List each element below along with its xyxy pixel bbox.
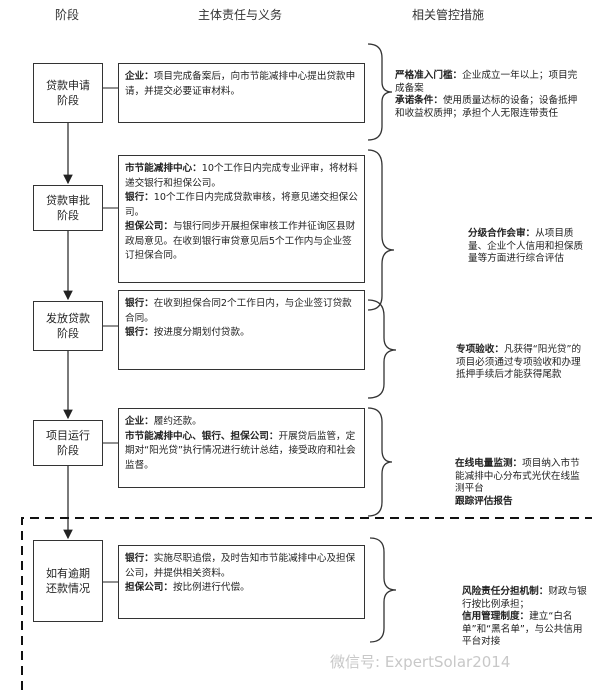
controls-1-item-2: 承诺条件：使用质量达标的设备；设备抵押和收益权质押；承担个人无限连带责任 [395, 95, 578, 119]
stage-1-line-1: 贷款申请 [46, 79, 90, 92]
resp-4-item-2: 市节能减排中心、银行、担保公司：开展贷后监管，定期对“阳光贷”执行情况进行统计总… [125, 430, 356, 471]
resp-2-item-2: 银行：10个工作日内完成贷款审核，将意见递交担保公司。 [125, 192, 358, 218]
controls-1: 严格准入门槛：企业成立一年以上；项目完成备案 承诺条件：使用质量达标的设备；设备… [395, 70, 585, 120]
controls-4-item-1: 在线电量监测：项目纳入市节能减排中心分布式光伏在线监测平台 [455, 458, 580, 494]
stage-4-line-1: 项目运行 [46, 429, 90, 442]
brace-4 [367, 407, 393, 517]
resp-2-item-3: 担保公司：与银行同步开展担保审核工作并征询区县财政局意见。在收到银行审贷意见后5… [125, 221, 356, 261]
header-responsibility: 主体责任与义务 [198, 8, 283, 22]
controls-3: 专项验收：凡获得“阳光贷”的项目必须通过专项验收和办理抵押手续后才能获得尾款 [456, 344, 586, 382]
resp-3-item-2: 银行：按进度分期划付贷款。 [125, 327, 250, 338]
dashed-region [21, 517, 592, 690]
resp-box-5: 银行：实施尽职追偿，及时告知市节能减排中心及担保公司，并提供相关资料。 担保公司… [118, 545, 365, 619]
resp-5-item-2: 担保公司：按比例进行代偿。 [125, 582, 250, 593]
stage-box-2: 贷款审批 阶段 [33, 185, 103, 231]
controls-4: 在线电量监测：项目纳入市节能减排中心分布式光伏在线监测平台 跟踪评估报告 [455, 458, 587, 508]
resp-3-item-1: 银行：在收到担保合同2个工作日内，与企业签订贷款合同。 [125, 298, 352, 324]
header-stage: 阶段 [55, 8, 80, 22]
stage-box-4: 项目运行 阶段 [33, 420, 103, 466]
stage-3-line-2: 阶段 [57, 327, 79, 340]
stage-2-line-2: 阶段 [57, 209, 79, 222]
controls-5-item-1: 风险责任分担机制：财政与银行按比例承担； [462, 586, 587, 610]
header-controls: 相关管控措施 [412, 8, 485, 22]
stage-5-line-1: 如有逾期 [46, 567, 90, 580]
brace-2 [367, 149, 395, 311]
resp-1-item-1: 企业：项目完成备案后，向市节能减排中心提出贷款申请，并提交必要证审材料。 [125, 71, 356, 97]
resp-box-4: 企业：履约还款。 市节能减排中心、银行、担保公司：开展贷后监管，定期对“阳光贷”… [118, 408, 365, 488]
controls-1-item-1: 严格准入门槛：企业成立一年以上；项目完成备案 [395, 70, 578, 94]
resp-box-2: 市节能减排中心：10个工作日内完成专业评审，将材料递交银行和担保公司。 银行：1… [118, 155, 365, 283]
stage-3-line-1: 发放贷款 [46, 312, 90, 325]
resp-box-3: 银行：在收到担保合同2个工作日内，与企业签订贷款合同。 银行：按进度分期划付贷款… [118, 290, 365, 370]
watermark: 微信号: ExpertSolar2014 [330, 653, 511, 671]
brace-5 [369, 537, 397, 643]
stage-2-line-1: 贷款审批 [46, 194, 90, 207]
resp-4-item-1: 企业：履约还款。 [125, 416, 202, 427]
brace-1 [367, 43, 393, 141]
stage-4-line-2: 阶段 [57, 444, 79, 457]
stage-box-3: 发放贷款 阶段 [33, 301, 103, 351]
brace-3 [367, 299, 397, 399]
controls-5-item-2: 信用管理制度：建立“白名单”和“黑名单”，与公共信用平台对接 [462, 611, 583, 647]
stage-5-line-2: 还款情况 [46, 582, 90, 595]
resp-box-1: 企业：项目完成备案后，向市节能减排中心提出贷款申请，并提交必要证审材料。 [118, 63, 365, 123]
stage-1-line-2: 阶段 [57, 94, 79, 107]
controls-3-item-1: 专项验收：凡获得“阳光贷”的项目必须通过专项验收和办理抵押手续后才能获得尾款 [456, 344, 582, 380]
controls-4-item-2: 跟踪评估报告 [455, 495, 513, 507]
stage-box-5: 如有逾期 还款情况 [33, 540, 103, 622]
controls-2-item-1: 分级合作会审：从项目质量、企业个人信用和担保质量等方面进行综合评估 [468, 228, 584, 264]
resp-2-item-1: 市节能减排中心：10个工作日内完成专业评审，将材料递交银行和担保公司。 [125, 163, 358, 189]
stage-box-1: 贷款申请 阶段 [33, 63, 103, 123]
resp-5-item-1: 银行：实施尽职追偿，及时告知市节能减排中心及担保公司，并提供相关资料。 [125, 553, 356, 579]
controls-2: 分级合作会审：从项目质量、企业个人信用和担保质量等方面进行综合评估 [468, 228, 588, 266]
controls-5: 风险责任分担机制：财政与银行按比例承担； 信用管理制度：建立“白名单”和“黑名单… [462, 586, 588, 649]
